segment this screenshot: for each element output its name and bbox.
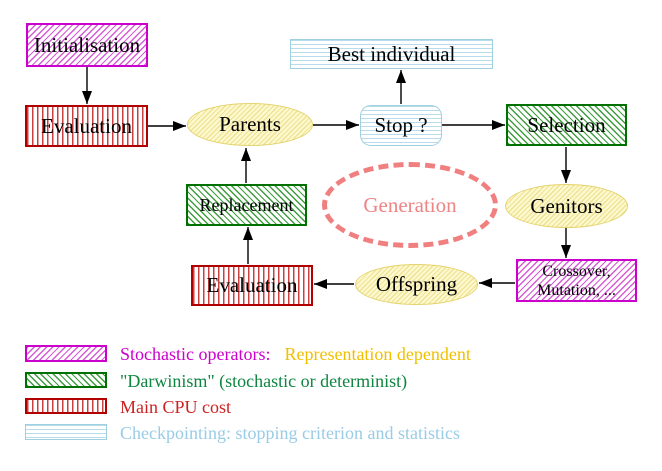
node-genitors: Genitors [505, 184, 628, 228]
node-evaluation-bottom: Evaluation [191, 265, 313, 306]
legend-label-stochastic-operators: Stochastic operators: Representation depe… [120, 344, 471, 365]
node-evaluation-top: Evaluation [25, 105, 148, 147]
legend-swatch-darwinism [25, 372, 107, 388]
legend-label-stochastic: Stochastic operators: [120, 344, 271, 364]
legend-label-darwinism: "Darwinism" (stochastic or determinist) [120, 371, 408, 391]
crossover-line1: Crossover, [542, 262, 611, 280]
legend-swatch-stochastic-operators [25, 345, 107, 362]
node-stop: Stop ? [360, 105, 442, 146]
legend-label-cpu-cost: Main CPU cost [120, 397, 232, 417]
legend-label-representation-dependent: Representation dependent [284, 344, 471, 364]
legend-swatch-checkpointing [25, 424, 107, 440]
node-offspring: Offspring [355, 264, 478, 305]
crossover-line2: Mutation, ... [537, 281, 616, 299]
node-parents: Parents [187, 103, 313, 146]
node-selection: Selection [506, 104, 627, 146]
legend-swatch-cpu-cost [25, 398, 107, 414]
node-crossover-mutation: Crossover, Mutation, ... [516, 259, 637, 302]
node-initialisation: Initialisation [26, 23, 148, 67]
node-generation: Generation [322, 162, 498, 248]
legend-label-checkpointing: Checkpointing: stopping criterion and st… [120, 423, 460, 443]
node-best-individual: Best individual [290, 39, 493, 69]
node-replacement: Replacement [186, 184, 307, 226]
